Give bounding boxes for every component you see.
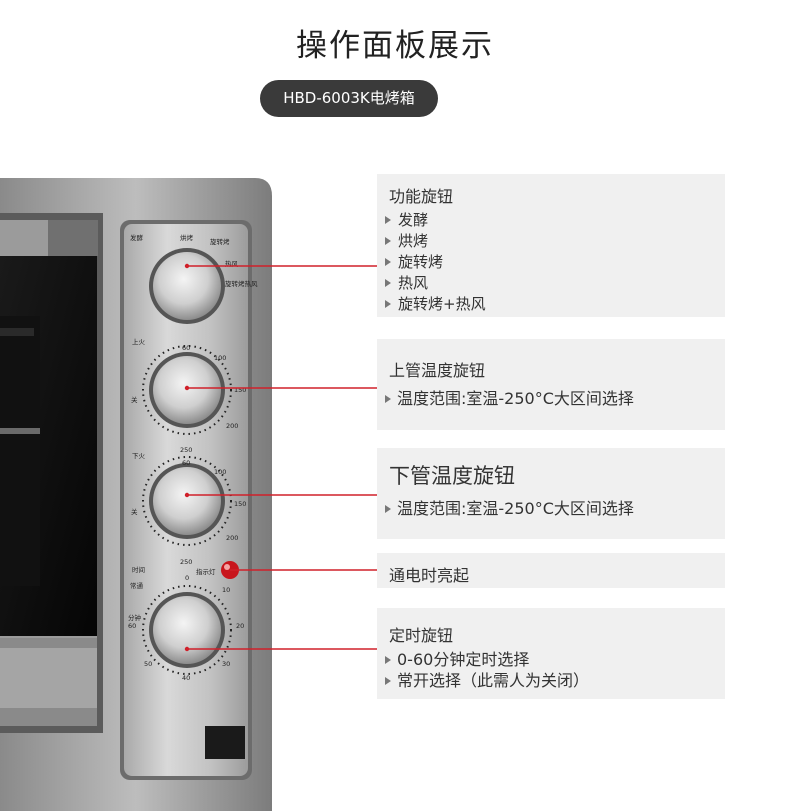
callout-function: 功能旋钮 发酵 烘烤 旋转烤 热风 旋转烤+热风 (377, 174, 725, 317)
timer-scale-30: 30 (222, 660, 230, 668)
page-title: 操作面板展示 (296, 28, 494, 64)
bullet-icon (385, 505, 391, 513)
list-item: 旋转烤 (385, 252, 486, 273)
function-label-5: 旋转烤热风 (225, 279, 258, 288)
list-item: 常开选择（此需人为关闭） (385, 670, 589, 691)
timer-icon: 时间 (132, 565, 145, 574)
upper-scale-60: 60 (182, 344, 190, 352)
upper-icon: 上火 (132, 337, 146, 346)
lower-off-label: 关 (131, 507, 138, 516)
callout-lower-list: 温度范围:室温-250°C大区间选择 (385, 498, 634, 519)
callout-power-title: 通电时亮起 (389, 566, 470, 585)
bullet-icon (385, 656, 391, 664)
list-item: 温度范围:室温-250°C大区间选择 (385, 498, 634, 519)
callout-timer-title: 定时旋钮 (389, 626, 454, 645)
callout-timer: 定时旋钮 0-60分钟定时选择 常开选择（此需人为关闭） (377, 608, 725, 699)
function-label-4: 热风 (225, 259, 239, 268)
callout-upper-list: 温度范围:室温-250°C大区间选择 (385, 388, 634, 409)
list-item: 0-60分钟定时选择 (385, 649, 589, 670)
upper-off-label: 关 (131, 395, 138, 404)
callout-upper: 上管温度旋钮 温度范围:室温-250°C大区间选择 (377, 339, 725, 430)
bullet-icon (385, 300, 391, 308)
callout-function-title: 功能旋钮 (389, 187, 454, 206)
lower-scale-150: 150 (234, 500, 246, 508)
function-label-1: 发酵 (130, 233, 144, 242)
timer-scale-50: 50 (144, 660, 152, 668)
model-badge: HBD-6003K电烤箱 (260, 80, 438, 117)
upper-scale-200: 200 (226, 422, 238, 430)
timer-scale-40: 40 (182, 674, 190, 682)
bullet-icon (385, 216, 391, 224)
lower-scale-250: 250 (180, 558, 192, 566)
function-label-2: 烘烤 (180, 233, 194, 242)
list-item: 旋转烤+热风 (385, 294, 486, 315)
lower-scale-200: 200 (226, 534, 238, 542)
callout-power: 通电时亮起 (377, 553, 725, 588)
timer-normal-label: 常通 (130, 581, 144, 590)
timer-scale-0: 0 (185, 574, 189, 582)
bullet-icon (385, 395, 391, 403)
callout-upper-title: 上管温度旋钮 (389, 361, 486, 380)
list-item: 烘烤 (385, 231, 486, 252)
function-label-3: 旋转烤 (210, 237, 230, 246)
lower-scale-60: 60 (182, 459, 190, 467)
upper-scale-150: 150 (234, 386, 246, 394)
timer-scale-10: 10 (222, 586, 230, 594)
indicator-label: 指示灯 (196, 567, 216, 576)
callout-function-list: 发酵 烘烤 旋转烤 热风 旋转烤+热风 (385, 210, 486, 315)
oven-illustration: 发酵 烘烤 旋转烤 热风 旋转烤热风 上火 60 100 150 200 250… (0, 178, 272, 811)
lower-scale-100: 100 (214, 468, 226, 476)
list-item: 热风 (385, 273, 486, 294)
bullet-icon (385, 258, 391, 266)
bullet-icon (385, 279, 391, 287)
timer-unit-label: 分钟 (128, 613, 142, 622)
lower-icon: 下火 (132, 452, 146, 460)
upper-scale-100: 100 (214, 354, 226, 362)
timer-scale-60: 60 (128, 622, 136, 630)
callout-lower: 下管温度旋钮 温度范围:室温-250°C大区间选择 (377, 448, 725, 539)
callout-lower-title: 下管温度旋钮 (389, 464, 515, 488)
timer-scale-20: 20 (236, 622, 244, 630)
bullet-icon (385, 237, 391, 245)
callout-timer-list: 0-60分钟定时选择 常开选择（此需人为关闭） (385, 649, 589, 691)
upper-scale-250: 250 (180, 446, 192, 454)
list-item: 发酵 (385, 210, 486, 231)
list-item: 温度范围:室温-250°C大区间选择 (385, 388, 634, 409)
bullet-icon (385, 677, 391, 685)
